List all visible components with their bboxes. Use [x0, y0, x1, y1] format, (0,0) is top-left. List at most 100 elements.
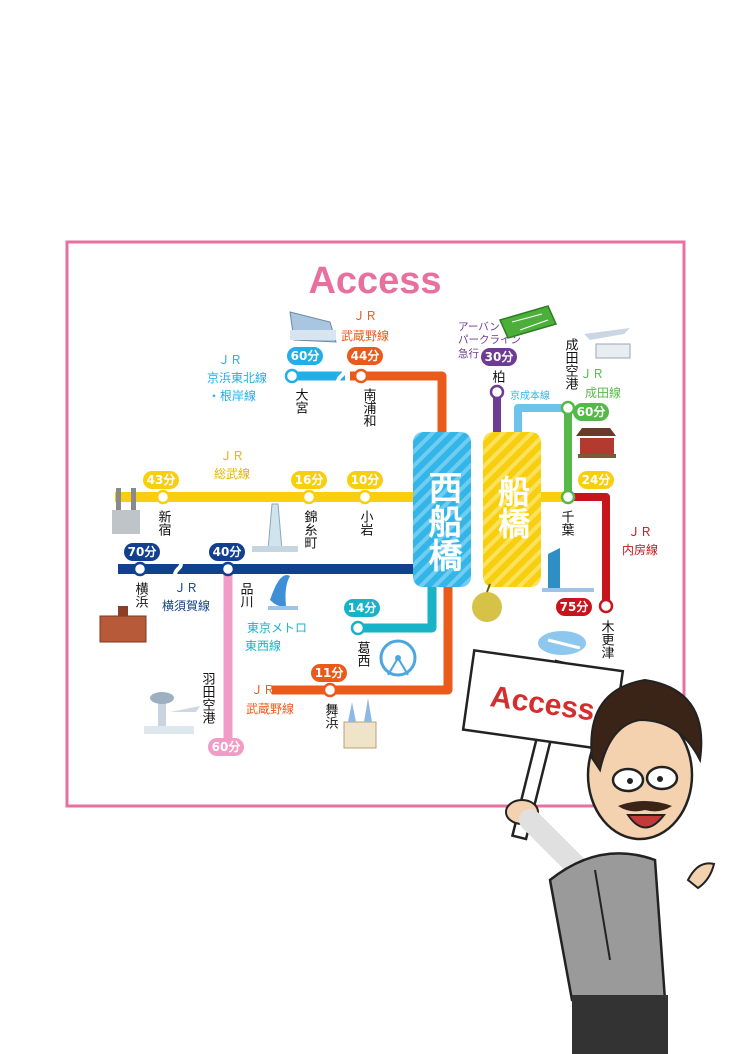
badge-tozai [344, 599, 380, 617]
badge-narita [573, 403, 609, 421]
badge-musashino-top [347, 347, 383, 365]
label-musashino-top-name: 武蔵野線 [341, 328, 389, 343]
tokyo-tower-icon [112, 488, 140, 534]
stadium-icon [498, 305, 558, 339]
station-haneda-airport: 羽田空港 [200, 672, 216, 724]
page-title: Access [308, 260, 441, 302]
badge-uchibo-chiba-text: 24分 [582, 472, 611, 487]
station-minamiurawa: 南浦和 [361, 387, 377, 427]
badge-uchibo-kisarazu-text: 75分 [560, 599, 589, 614]
node-kasai[interactable] [350, 620, 366, 636]
label-narita-name: 成田線 [585, 385, 621, 400]
man-holding-sign: Access [461, 648, 716, 1054]
dolphin-icon [268, 575, 298, 610]
badge-narita-text: 60分 [577, 404, 606, 419]
badge-keihin-text: 60分 [291, 348, 320, 363]
line-uchibo [570, 493, 610, 606]
badge-parkline-text: 30分 [485, 349, 514, 364]
station-shinagawa: 品川 [238, 582, 254, 608]
control-tower-icon [144, 692, 200, 734]
label-keihin-name1: 京浜東北線 [207, 370, 267, 385]
label-keisei: 京成本線 [510, 389, 550, 402]
badge-tozai-text: 14分 [348, 600, 377, 615]
badge-sobu-kinshicho [291, 471, 327, 489]
label-musashino-bottom-name: 武蔵野線 [246, 701, 294, 716]
label-tozai-1: 東京メトロ [247, 621, 307, 635]
label-tozai-2: 東西線 [245, 638, 281, 653]
node-kisarazu[interactable] [598, 598, 614, 614]
station-chiba: 千葉 [559, 510, 575, 536]
label-sobu-name: 総武線 [214, 466, 250, 481]
break-mark-yokosuka [173, 556, 183, 582]
saitama-arena-icon [289, 311, 337, 343]
node-chiba[interactable] [560, 489, 576, 505]
badge-yokosuka-shinagawa [209, 543, 245, 561]
badge-musashino-bottom-text: 11分 [315, 665, 344, 680]
badge-haneda-text: 60分 [212, 739, 241, 754]
station-yokohama: 横浜 [133, 582, 149, 608]
badge-sobu-koiwa-text: 10分 [351, 472, 380, 487]
station-koiwa: 小岩 [358, 510, 374, 536]
station-kisarazu: 木更津 [599, 620, 615, 659]
station-omiya: 大宮 [293, 388, 309, 414]
badge-keihin [287, 347, 323, 365]
break-mark-keihin [336, 364, 346, 388]
badge-yokosuka-yokohama [124, 543, 160, 561]
aqualine-icon [538, 631, 586, 655]
node-shinjuku[interactable] [155, 489, 171, 505]
label-parkline-3: 急行 [458, 347, 479, 360]
badge-sobu-kinshicho-text: 16分 [295, 472, 324, 487]
badge-sobu-shinjuku [143, 471, 179, 489]
castle-icon [343, 698, 377, 749]
badge-yokosuka-yokohama-text: 70分 [128, 544, 157, 559]
station-maihama: 舞浜 [323, 703, 339, 729]
port-tower-icon [542, 548, 594, 592]
station-shinjuku: 新宿 [156, 509, 172, 536]
label-musashino-bottom-jr: ＪＲ [251, 683, 275, 697]
node-koiwa[interactable] [357, 489, 373, 505]
node-kashiwa[interactable] [489, 384, 505, 400]
badge-sobu-shinjuku-text: 43分 [147, 472, 176, 487]
line-keisei [514, 404, 565, 440]
line-musashino-top [350, 371, 447, 440]
label-sobu-jr: ＪＲ [220, 449, 244, 463]
label-keihin-name2: ・根岸線 [208, 388, 256, 403]
badge-musashino-top-text: 44分 [351, 348, 380, 363]
label-parkline-1: アーバン [458, 321, 500, 333]
node-narita-airport[interactable] [560, 400, 576, 416]
label-uchibo-jr: ＪＲ [628, 525, 652, 539]
ferris-wheel-icon [379, 639, 417, 677]
badge-uchibo-chiba [578, 471, 614, 489]
station-narita-airport: 成田空港 [563, 338, 579, 390]
node-kinshicho[interactable] [301, 489, 317, 505]
pear-icon [472, 583, 502, 622]
label-uchibo-name: 内房線 [622, 542, 658, 557]
line-tozai [358, 585, 437, 633]
red-brick-building-icon [99, 606, 147, 643]
label-parkline-2: パークライン [458, 334, 521, 346]
node-shinagawa[interactable] [220, 561, 236, 577]
hub-nishi-funabashi[interactable] [413, 432, 471, 587]
label-keihin-jr: ＪＲ [218, 353, 242, 367]
label-yokosuka-jr: ＪＲ [174, 581, 198, 595]
node-minamiurawa[interactable] [353, 368, 369, 384]
node-maihama[interactable] [322, 682, 338, 698]
badge-sobu-koiwa [347, 471, 383, 489]
skytree-icon [252, 503, 298, 552]
hub-funabashi[interactable] [483, 432, 541, 587]
label-musashino-top-jr: ＪＲ [353, 309, 377, 323]
label-yokosuka-name: 横須賀線 [162, 598, 210, 613]
hub-nishi-funabashi-label: 西船橋 [422, 470, 462, 572]
badge-yokosuka-shinagawa-text: 40分 [213, 544, 242, 559]
badge-musashino-bottom [311, 664, 347, 682]
station-kashiwa: 柏 [490, 370, 506, 383]
node-yokohama[interactable] [132, 561, 148, 577]
node-omiya[interactable] [284, 368, 300, 384]
airplane-icon [584, 328, 631, 359]
badge-parkline [481, 348, 517, 366]
badge-uchibo-kisarazu [556, 598, 592, 616]
badge-haneda [208, 738, 244, 756]
station-kinshicho: 錦糸町 [302, 509, 318, 549]
station-kasai: 葛西 [355, 641, 371, 667]
